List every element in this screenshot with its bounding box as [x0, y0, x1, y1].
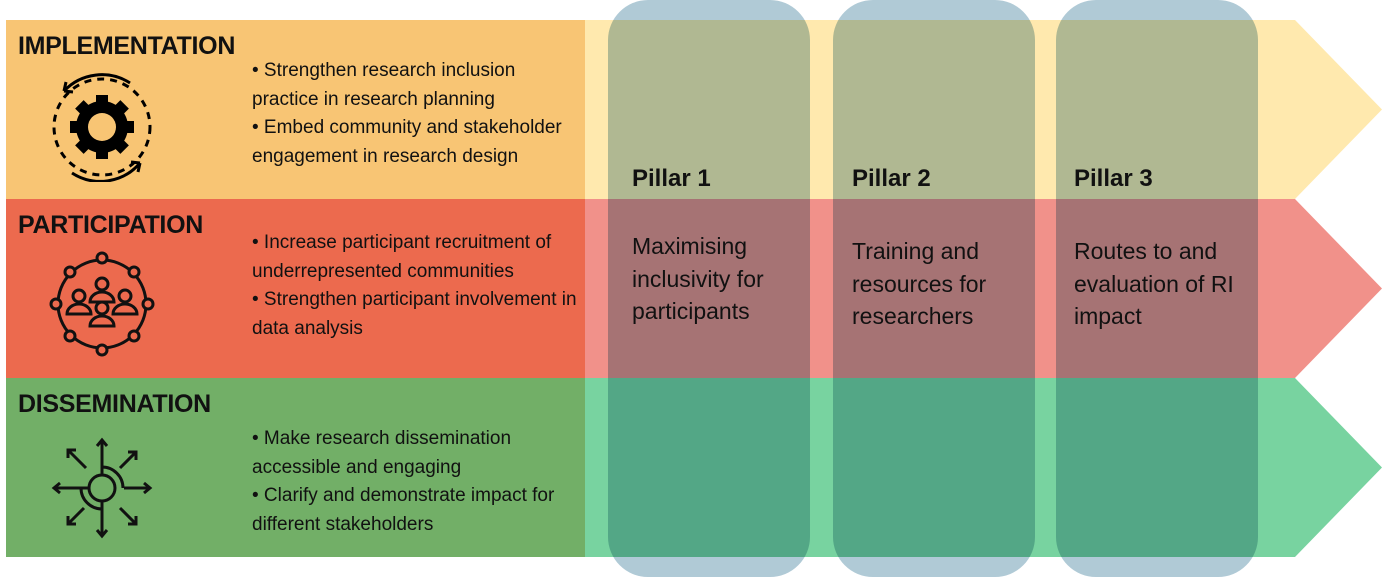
radiating-arrows-icon — [51, 437, 153, 539]
bullet-item: • Make research dissemination accessible… — [252, 428, 512, 478]
participation-row: PARTICIPATION • Increase participant rec… — [6, 199, 585, 378]
community-network-icon — [49, 251, 155, 357]
pillar-title: Pillar 3 — [1074, 165, 1153, 192]
gear-cycle-icon — [52, 73, 152, 182]
bullet-item: • Increase participant recruitment of un… — [252, 232, 552, 282]
dissemination-row: DISSEMINATION • Make research disseminat… — [6, 378, 585, 557]
pillar-description: Training and resources for researchers — [852, 238, 987, 329]
pillar-2-column — [833, 0, 1035, 577]
bullet-item: • Strengthen research inclusion practice… — [252, 60, 516, 110]
pillar-description: Maximising inclusivity for participants — [632, 233, 764, 324]
pillar-description: Routes to and evaluation of RI impact — [1074, 238, 1234, 329]
pillar-title: Pillar 1 — [632, 165, 711, 192]
pillar-3-column — [1056, 0, 1258, 577]
row-title: IMPLEMENTATION — [18, 32, 236, 60]
implementation-row: IMPLEMENTATION • Strengthen research inc… — [6, 20, 585, 199]
row-title: PARTICIPATION — [18, 211, 203, 239]
bullet-item: • Clarify and demonstrate impact for dif… — [252, 485, 555, 535]
row-title: DISSEMINATION — [18, 390, 211, 418]
pillar-title: Pillar 2 — [852, 165, 931, 192]
bullet-item: • Strengthen participant involvement in … — [252, 289, 577, 339]
pillar-1-column — [608, 0, 810, 577]
bullet-item: • Embed community and stakeholder engage… — [252, 117, 562, 167]
